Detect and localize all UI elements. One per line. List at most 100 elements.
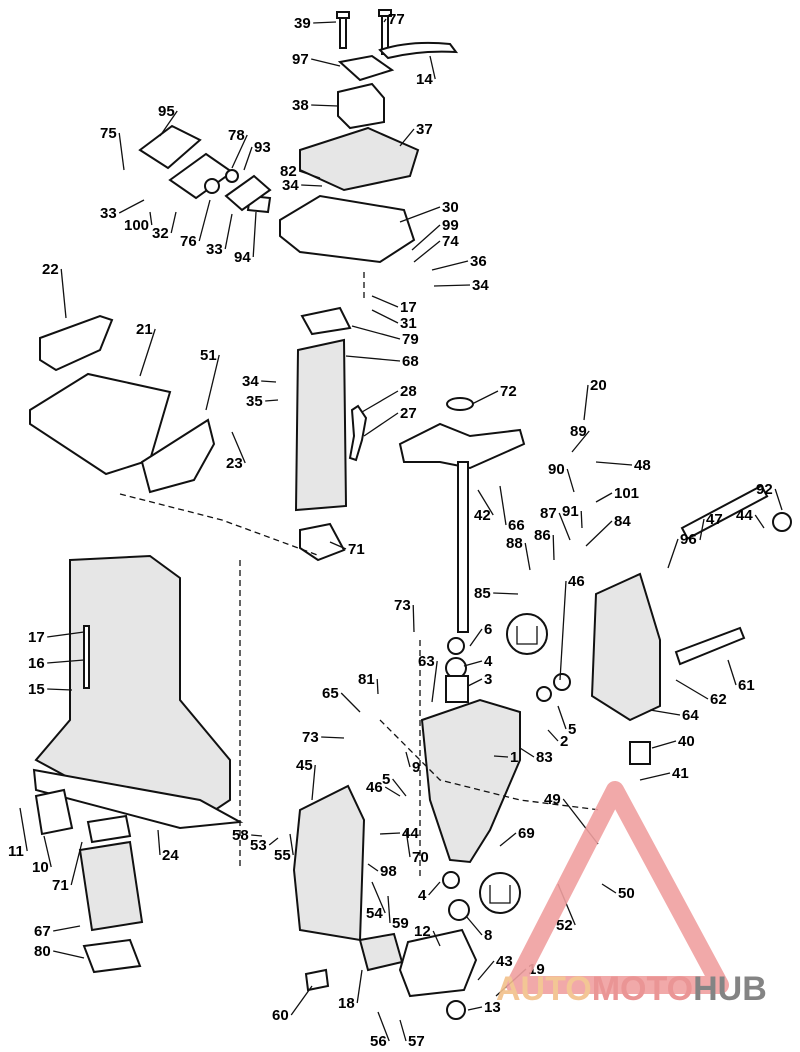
leader-line-89: [571, 430, 590, 453]
seal-8: [448, 899, 470, 921]
part-label-37: 37: [416, 121, 433, 138]
leader-line-17: [47, 631, 85, 638]
leader-line-38: [311, 104, 339, 107]
leader-line-32: [170, 211, 177, 234]
part-label-56: 56: [370, 1033, 387, 1050]
part-label-34: 34: [472, 277, 489, 294]
part-label-54: 54: [366, 905, 383, 922]
leader-line-91: [580, 510, 583, 529]
part-label-34: 34: [282, 177, 299, 194]
part-label-66: 66: [508, 517, 525, 534]
leader-line-77: [383, 18, 387, 23]
leader-line-61: [727, 659, 737, 686]
block-18: [358, 932, 404, 972]
part-label-84: 84: [614, 513, 631, 530]
part-label-63: 63: [418, 653, 435, 670]
washer-6: [447, 637, 465, 655]
part-label-4: 4: [484, 653, 493, 670]
leader-line-65: [340, 692, 361, 713]
rectifier-cluster: [138, 124, 272, 212]
part-label-52: 52: [556, 917, 573, 934]
bushing-4b: [442, 871, 460, 889]
watermark: AUTOMOTOHUB: [496, 781, 767, 1008]
leader-line-15: [47, 688, 73, 691]
washer-32: [204, 178, 220, 194]
part-label-92: 92: [756, 481, 773, 498]
cap-72: [446, 397, 474, 411]
leader-line-45: [311, 764, 316, 801]
leader-line-40: [651, 740, 677, 749]
part-label-36: 36: [470, 253, 487, 270]
part-label-23: 23: [226, 455, 243, 472]
leader-line-27: [363, 412, 399, 437]
part-label-76: 76: [180, 233, 197, 250]
part-label-44: 44: [402, 825, 419, 842]
leader-line-5: [392, 778, 407, 797]
leader-line-48: [595, 461, 633, 466]
leader-line-95: [159, 110, 178, 137]
leader-line-98: [367, 863, 379, 872]
leader-line-47: [699, 518, 705, 541]
watermark-auto: AUTO: [496, 970, 592, 1008]
part-label-83: 83: [536, 749, 553, 766]
leader-lines: [19, 18, 783, 1042]
watermark-moto: MOTO: [592, 970, 693, 1008]
part-label-77: 77: [388, 11, 405, 28]
leader-line-76: [198, 199, 211, 242]
leader-line-4: [463, 660, 483, 667]
leader-line-64: [649, 709, 681, 716]
part-label-21: 21: [136, 321, 153, 338]
part-label-72: 72: [500, 383, 517, 400]
part-label-96: 96: [680, 531, 697, 548]
part-label-5: 5: [568, 721, 576, 738]
leader-line-73: [412, 604, 415, 633]
leader-line-43: [477, 960, 495, 981]
leader-line-96: [667, 538, 679, 569]
part-label-55: 55: [274, 847, 291, 864]
leader-line-2: [547, 729, 559, 742]
leader-line-34: [301, 184, 323, 187]
part-label-98: 98: [380, 863, 397, 880]
leader-line-54: [371, 881, 386, 914]
leader-line-63: [431, 660, 438, 703]
part-label-65: 65: [322, 685, 339, 702]
hose-27: [348, 404, 368, 462]
leader-line-33: [118, 199, 145, 214]
part-label-34: 34: [242, 373, 259, 390]
leader-line-70: [405, 829, 411, 858]
part-label-32: 32: [152, 225, 169, 242]
part-label-93: 93: [254, 139, 271, 156]
leader-line-67: [53, 925, 81, 932]
midsection-housing: [32, 554, 244, 974]
part-label-18: 18: [338, 995, 355, 1012]
leader-line-85: [493, 592, 519, 595]
part-label-9: 9: [412, 759, 420, 776]
part-label-58: 58: [232, 827, 249, 844]
leader-line-50: [601, 883, 617, 894]
leader-line-55: [289, 833, 294, 856]
module-38: [337, 82, 385, 130]
leader-line-31: [371, 309, 399, 324]
part-label-42: 42: [474, 507, 491, 524]
leader-line-46: [384, 786, 401, 797]
part-label-16: 16: [28, 655, 45, 672]
part-label-38: 38: [292, 97, 309, 114]
part-label-41: 41: [672, 765, 689, 782]
leader-line-68: [345, 355, 401, 362]
part-label-53: 53: [250, 837, 267, 854]
part-label-3: 3: [484, 671, 492, 688]
watermark-triangle: [506, 781, 729, 994]
gasket-79: [300, 306, 352, 336]
top-hardware: [246, 9, 459, 264]
leader-line-30: [399, 206, 441, 223]
part-label-91: 91: [562, 503, 579, 520]
leader-line-22: [60, 268, 67, 319]
badge-lower: [479, 872, 521, 914]
shaft-7: [457, 461, 469, 633]
leader-line-13: [467, 1006, 483, 1011]
cover-37: [299, 126, 420, 192]
stud-16: [83, 625, 90, 689]
part-label-78: 78: [228, 127, 245, 144]
